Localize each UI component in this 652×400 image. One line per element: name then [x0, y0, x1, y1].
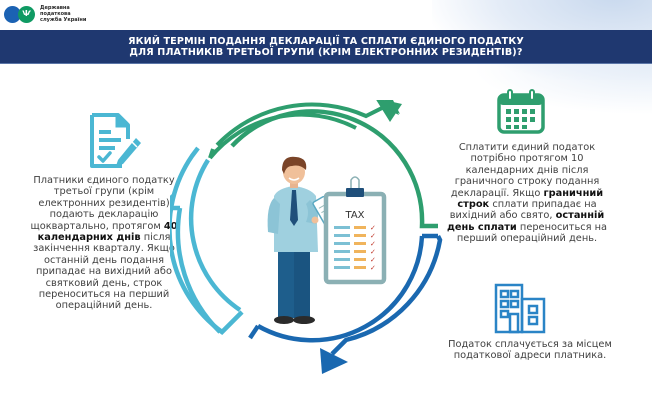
logo-line: служба України — [40, 17, 87, 23]
title-banner: ЯКИЙ ТЕРМІН ПОДАННЯ ДЕКЛАРАЦІЇ ТА СПЛАТИ… — [0, 30, 652, 64]
taxpayer-illustration — [267, 156, 339, 324]
cyan-arrow-head-icon — [170, 194, 172, 222]
page-title-line-2: ДЛЯ ПЛАТНИКІВ ТРЕТЬОЇ ГРУПИ (КРІМ ЕЛЕКТР… — [129, 46, 523, 58]
tax-clipboard-illustration: TAX ✓ ✓ ✓ ✓ ✓ ✓ — [323, 176, 387, 285]
clipboard-label: TAX — [344, 210, 364, 221]
office-building-icon — [494, 283, 546, 334]
document-signing-icon — [90, 113, 141, 168]
trident-icon: Ѱ — [22, 9, 31, 18]
payment-highlight: останній день сплати — [446, 210, 605, 233]
svg-text:✓: ✓ — [370, 224, 376, 232]
tax-cycle-diagram: TAX ✓ ✓ ✓ ✓ ✓ ✓ — [170, 100, 443, 374]
page-title-line-1: ЯКИЙ ТЕРМІН ПОДАННЯ ДЕКЛАРАЦІЇ ТА СПЛАТИ… — [128, 35, 524, 47]
location-arc — [248, 233, 443, 356]
calendar-icon — [497, 89, 545, 134]
dps-logo: Ѱ Державна податкова служба України — [4, 3, 86, 25]
declaration-arc — [170, 146, 244, 335]
payment-text: сплати припадає на вихідний або свято, — [449, 199, 597, 222]
logo-blue-circle-icon — [4, 5, 21, 23]
svg-text:✓: ✓ — [370, 264, 376, 272]
payment-deadline-text: Сплатити єдиний податок потрібно протяго… — [437, 142, 617, 245]
svg-text:✓: ✓ — [370, 240, 376, 248]
logo-wordmark: Державна податкова служба України — [40, 5, 86, 23]
svg-text:✓: ✓ — [370, 248, 376, 256]
svg-text:✓: ✓ — [370, 232, 376, 240]
logo-line: Державна — [40, 5, 70, 11]
declaration-deadline-text: Платники єдиного податку третьої групи (… — [30, 175, 178, 312]
tax-location-text: Податок сплачується за місцем податкової… — [448, 339, 612, 362]
payment-text: переноситься на перший операційний день. — [456, 221, 608, 245]
green-arrow-head-icon — [376, 100, 402, 122]
declaration-text: Платники єдиного податку третьої групи (… — [30, 175, 175, 232]
blue-arrow-head-icon — [320, 348, 348, 374]
declaration-text: після закінчення кварталу. Якщо останній… — [33, 232, 175, 312]
payment-highlight: граничний строк — [457, 187, 604, 211]
logo-green-circle-icon: Ѱ — [18, 5, 35, 23]
payment-text: Сплатити єдиний податок потрібно протяго… — [450, 142, 600, 199]
logo-line: податкова — [40, 11, 71, 17]
svg-text:✓: ✓ — [370, 256, 376, 264]
